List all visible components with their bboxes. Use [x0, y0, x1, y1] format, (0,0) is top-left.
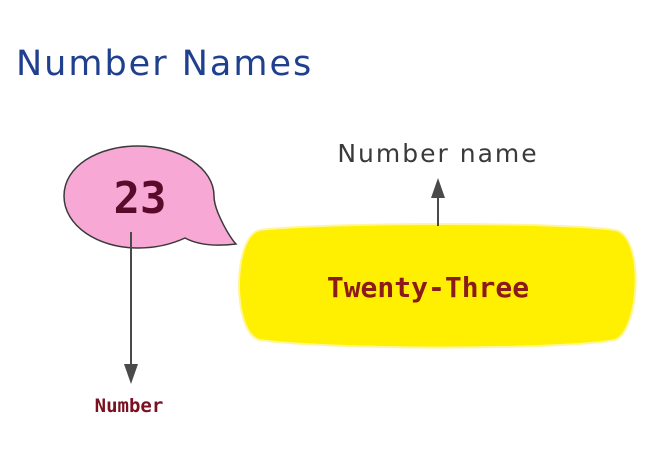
number-name-pill: Twenty-Three	[238, 223, 637, 349]
number-value: 23	[114, 173, 167, 224]
number-name-caption: Number name	[337, 139, 538, 168]
arrow-up-icon	[431, 178, 445, 226]
number-speech-bubble: 23	[63, 145, 238, 249]
arrow-down-icon	[124, 232, 138, 384]
page-title: Number Names	[16, 44, 314, 84]
number-caption: Number	[95, 395, 164, 417]
number-name-value: Twenty-Three	[327, 271, 529, 304]
